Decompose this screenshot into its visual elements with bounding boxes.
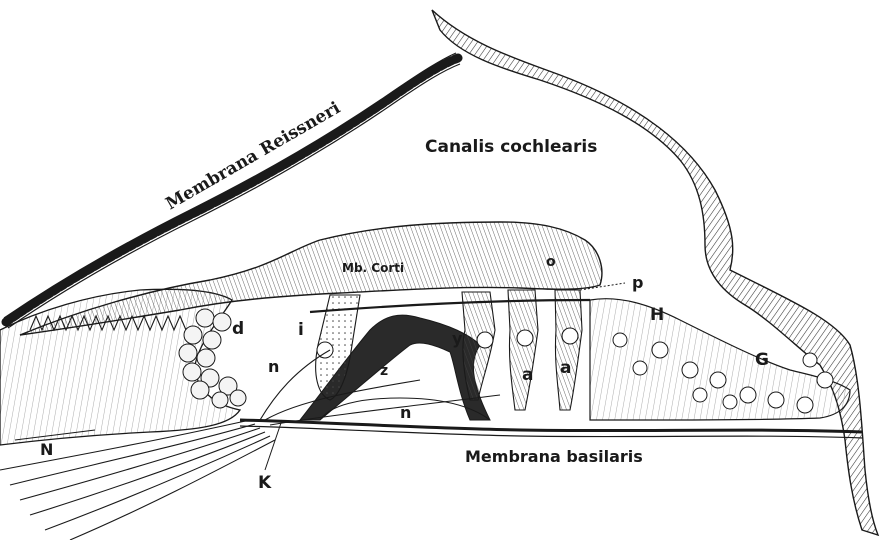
label-a1: a xyxy=(522,365,533,385)
label-y: y xyxy=(452,329,463,348)
basilar-membrane-lower xyxy=(240,426,862,438)
label-mb-corti: Mb. Corti xyxy=(342,261,404,275)
label-z: z xyxy=(380,363,388,379)
label-o: o xyxy=(546,254,556,270)
label-G: G xyxy=(755,350,769,370)
label-i: i xyxy=(298,320,304,340)
label-n-upper: n xyxy=(268,357,279,376)
label-K: K xyxy=(258,473,272,493)
label-p: p xyxy=(632,273,643,292)
label-a2: a xyxy=(560,358,571,378)
label-membrana-reissneri: Membrana Reissneri xyxy=(163,98,345,215)
outer-hair-cells xyxy=(462,290,582,410)
basilar-membrane xyxy=(240,420,862,432)
label-membrana-basilaris: Membrana basilaris xyxy=(465,447,643,466)
label-n-lower: n xyxy=(400,403,411,422)
label-canalis-cochlearis: Canalis cochlearis xyxy=(425,137,597,157)
label-H: H xyxy=(650,305,664,325)
label-d: d xyxy=(232,319,244,339)
label-N: N xyxy=(40,440,53,459)
